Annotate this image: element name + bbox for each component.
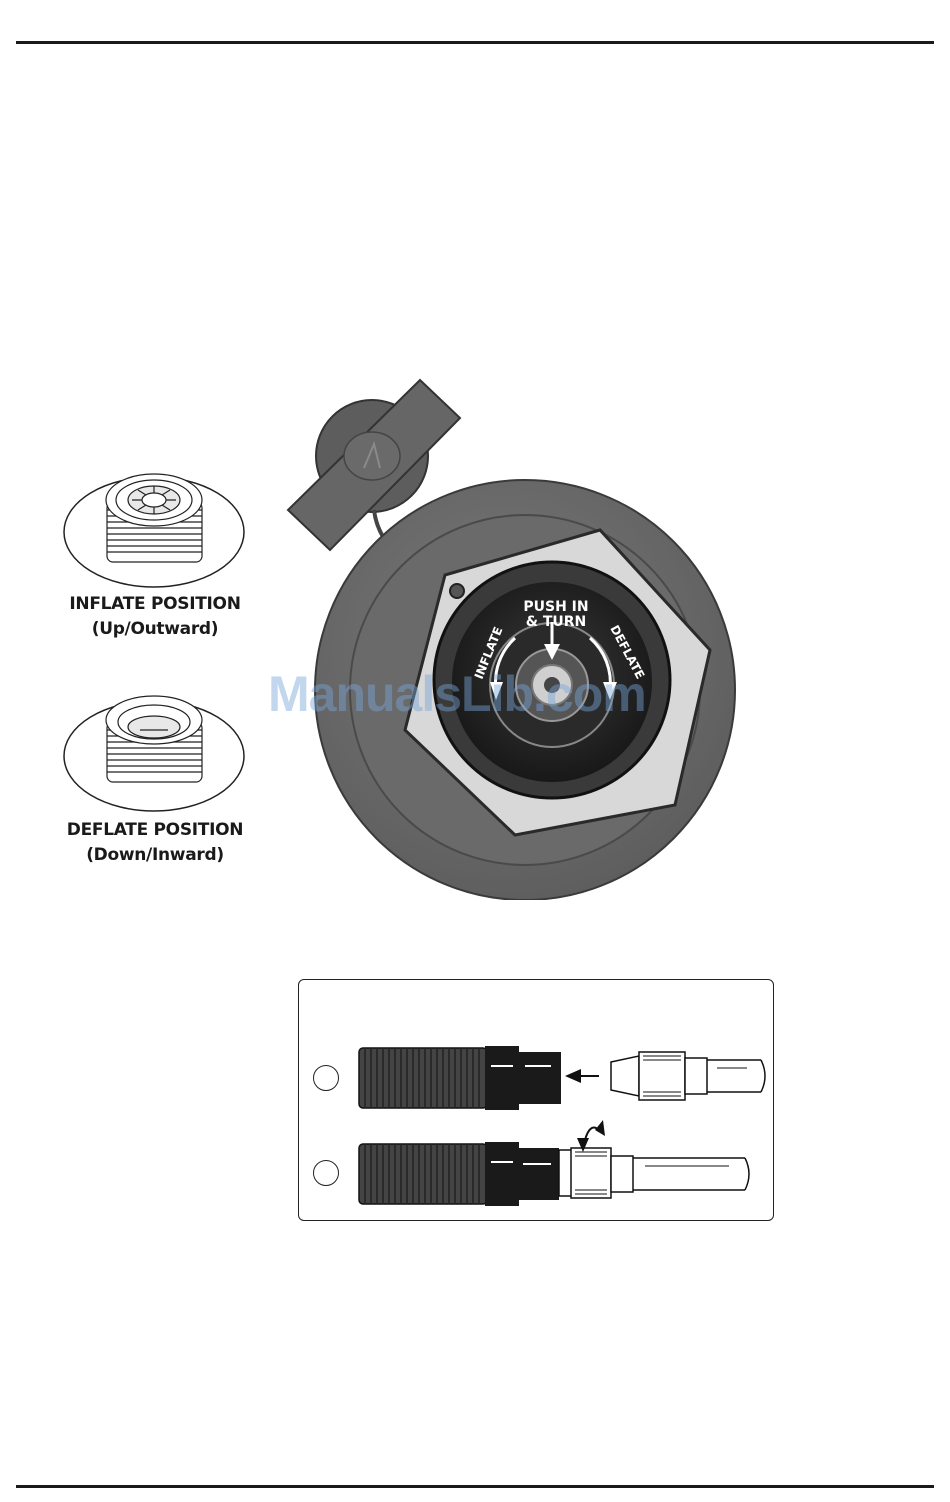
valve-illustration: PUSH IN & TURN INFLATE DEFLATE [270,360,770,900]
top-rule [16,41,934,44]
and-turn-label: & TURN [526,614,587,630]
deflate-position-title: DEFLATE POSITION [35,818,275,843]
inflate-position-illustration [62,466,248,592]
deflate-position-illustration [62,690,248,816]
hose-steps-drawing [299,980,775,1222]
deflate-position-caption: DEFLATE POSITION (Down/Inward) [35,818,275,868]
hose-step-1 [359,1046,765,1110]
inflate-position-subtitle: (Up/Outward) [35,617,275,642]
push-in-label: PUSH IN [523,599,588,615]
hose-step-2 [359,1120,749,1206]
hose-connection-diagram [298,979,774,1221]
inflate-position-title: INFLATE POSITION [35,592,275,617]
watermark: ManualsLib.com [268,665,646,723]
bottom-rule [16,1485,934,1488]
inflate-position-caption: INFLATE POSITION (Up/Outward) [35,592,275,642]
deflate-position-subtitle: (Down/Inward) [35,843,275,868]
